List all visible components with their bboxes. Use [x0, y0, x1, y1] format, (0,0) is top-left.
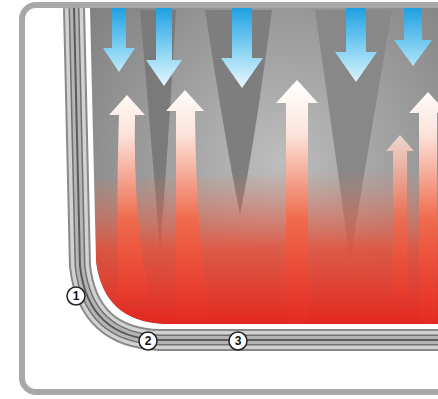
callout-number: 1	[67, 287, 85, 305]
callout-number: 3	[229, 332, 247, 350]
cool-arrows-down	[103, 8, 432, 88]
heat-arrows-up	[109, 80, 438, 324]
pan-interior	[80, 0, 438, 340]
frame	[22, 5, 438, 392]
callout-number: 2	[139, 332, 157, 350]
callout-circles	[67, 287, 247, 350]
